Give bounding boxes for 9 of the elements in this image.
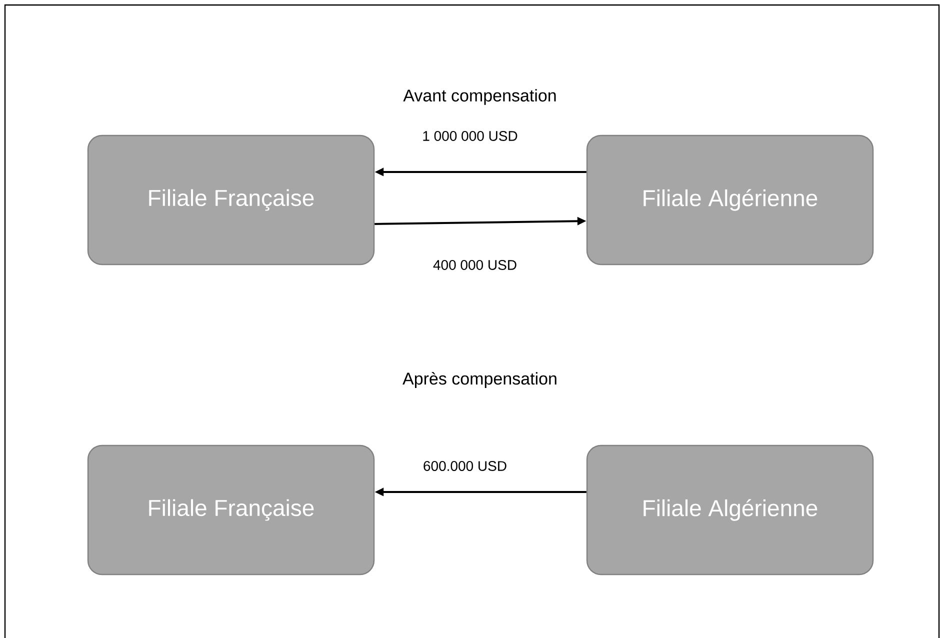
section-title: Avant compensation [403,89,556,105]
entity-box: Filiale Française [87,444,375,576]
edge-label: 1 000 000 USD [423,131,518,141]
edge-label: 400 000 USD [433,260,516,270]
entity-box: Filiale Algérienne [586,134,874,266]
entity-box: Filiale Algérienne [586,444,874,576]
entity-box: Filiale Française [87,134,375,266]
section-title: Après compensation [402,372,556,388]
edge-label: 600.000 USD [424,461,506,471]
